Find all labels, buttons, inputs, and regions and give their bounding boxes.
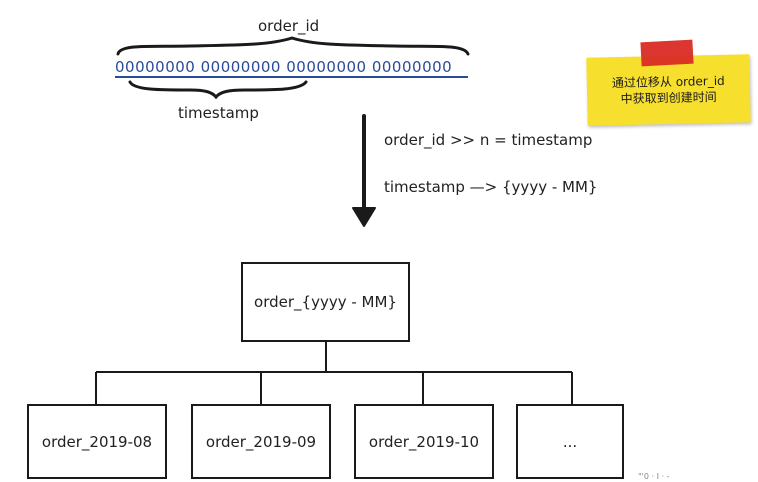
order-id-bits: 00000000 00000000 00000000 00000000 <box>115 58 453 76</box>
child-table-box-ellipsis: ... <box>516 404 624 479</box>
watermark-text: "'0 · I · - <box>638 472 670 481</box>
child-table-label: order_2019-09 <box>205 432 317 451</box>
child-table-label: order_2019-10 <box>368 432 480 451</box>
sticky-note-line-2: 中获取到创建时间 <box>620 89 717 107</box>
sticky-note-tape <box>640 39 694 67</box>
bits-underline <box>115 76 468 78</box>
timestamp-brace <box>128 80 308 100</box>
flow-arrow-head <box>352 207 376 227</box>
sticky-note: 通过位移从 order_id 中获取到创建时间 <box>586 54 751 126</box>
timestamp-label: timestamp <box>178 104 259 122</box>
order-id-brace <box>116 36 470 56</box>
root-table-box: order_{yyyy - MM} <box>241 262 410 342</box>
child-table-box: order_2019-08 <box>27 404 167 479</box>
shift-formula: order_id >> n = timestamp <box>384 131 593 149</box>
child-table-box: order_2019-09 <box>191 404 331 479</box>
month-mapping-formula: timestamp —> {yyyy - MM} <box>384 178 598 196</box>
order-id-label: order_id <box>258 17 320 35</box>
child-table-label: ... <box>562 432 578 451</box>
child-table-label: order_2019-08 <box>41 432 153 451</box>
root-table-label: order_{yyyy - MM} <box>254 293 397 311</box>
child-table-box: order_2019-10 <box>354 404 494 479</box>
